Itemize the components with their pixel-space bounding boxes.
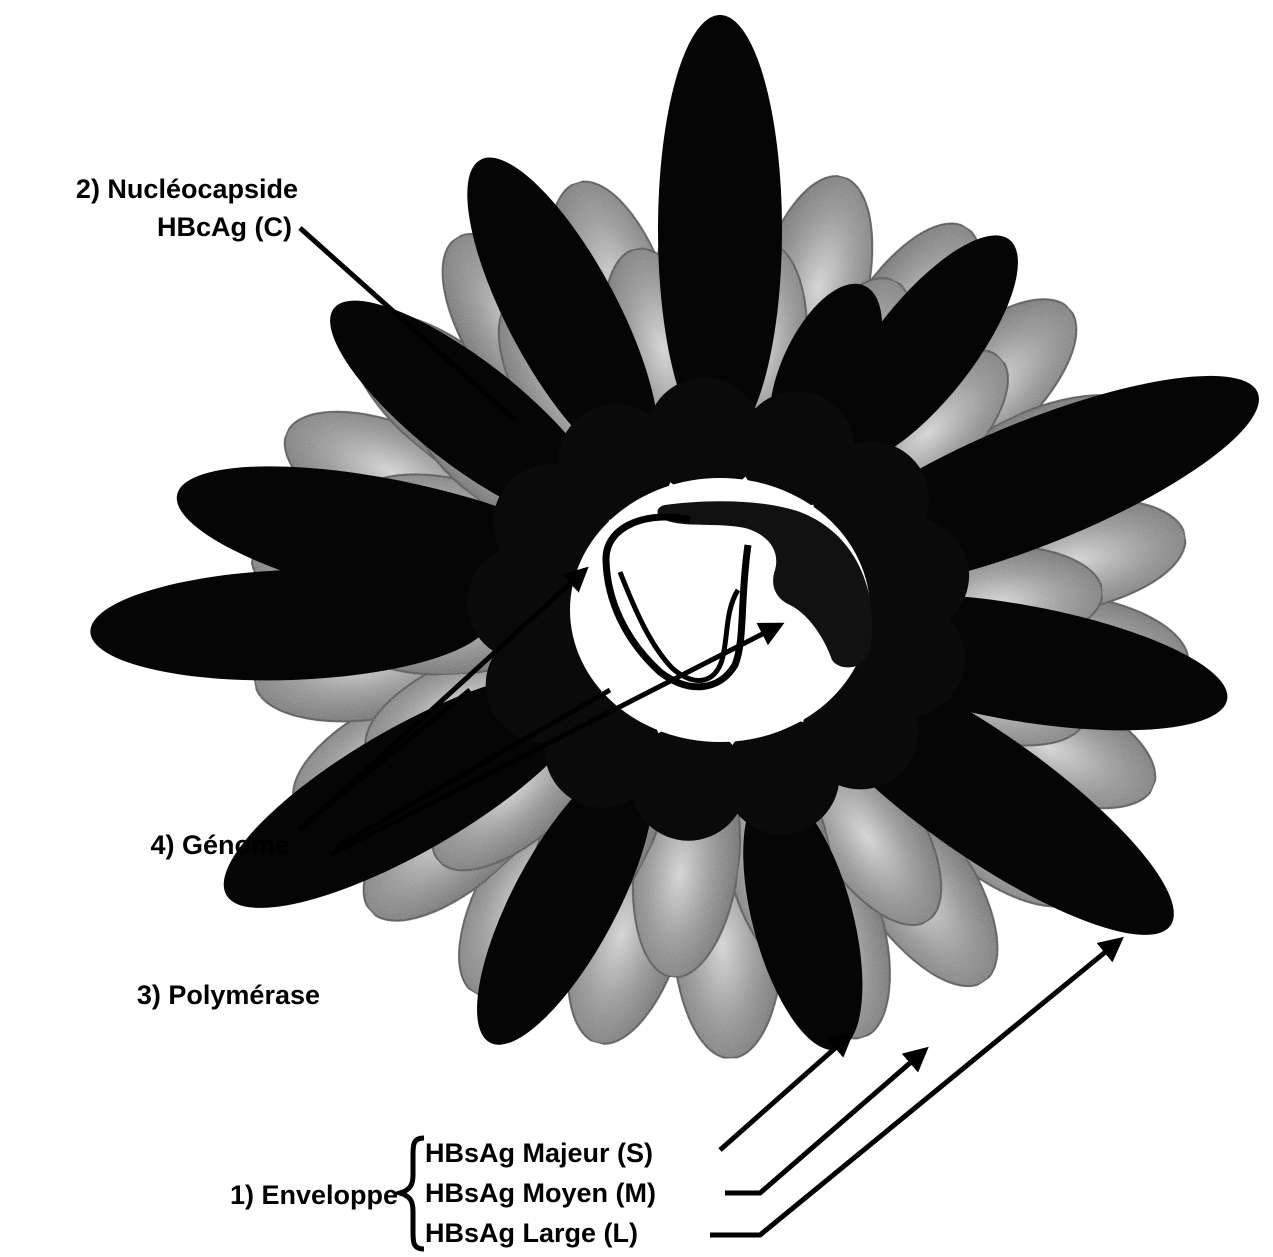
hbcag-label: HBcAg (C) (2, 212, 292, 242)
genome-label: 4) Génome (60, 830, 290, 860)
envelope-label: 1) Enveloppe (120, 1180, 398, 1210)
nucleocapsid-label: 2) Nucléocapside (2, 174, 298, 204)
hbsag-l-label: HBsAg Large (L) (425, 1218, 638, 1248)
envelope-brace (400, 1138, 424, 1249)
hbsag-s-label: HBsAg Majeur (S) (425, 1138, 653, 1168)
hbsag-m-label: HBsAg Moyen (M) (425, 1178, 656, 1208)
polymerase-label: 3) Polymérase (40, 980, 320, 1010)
